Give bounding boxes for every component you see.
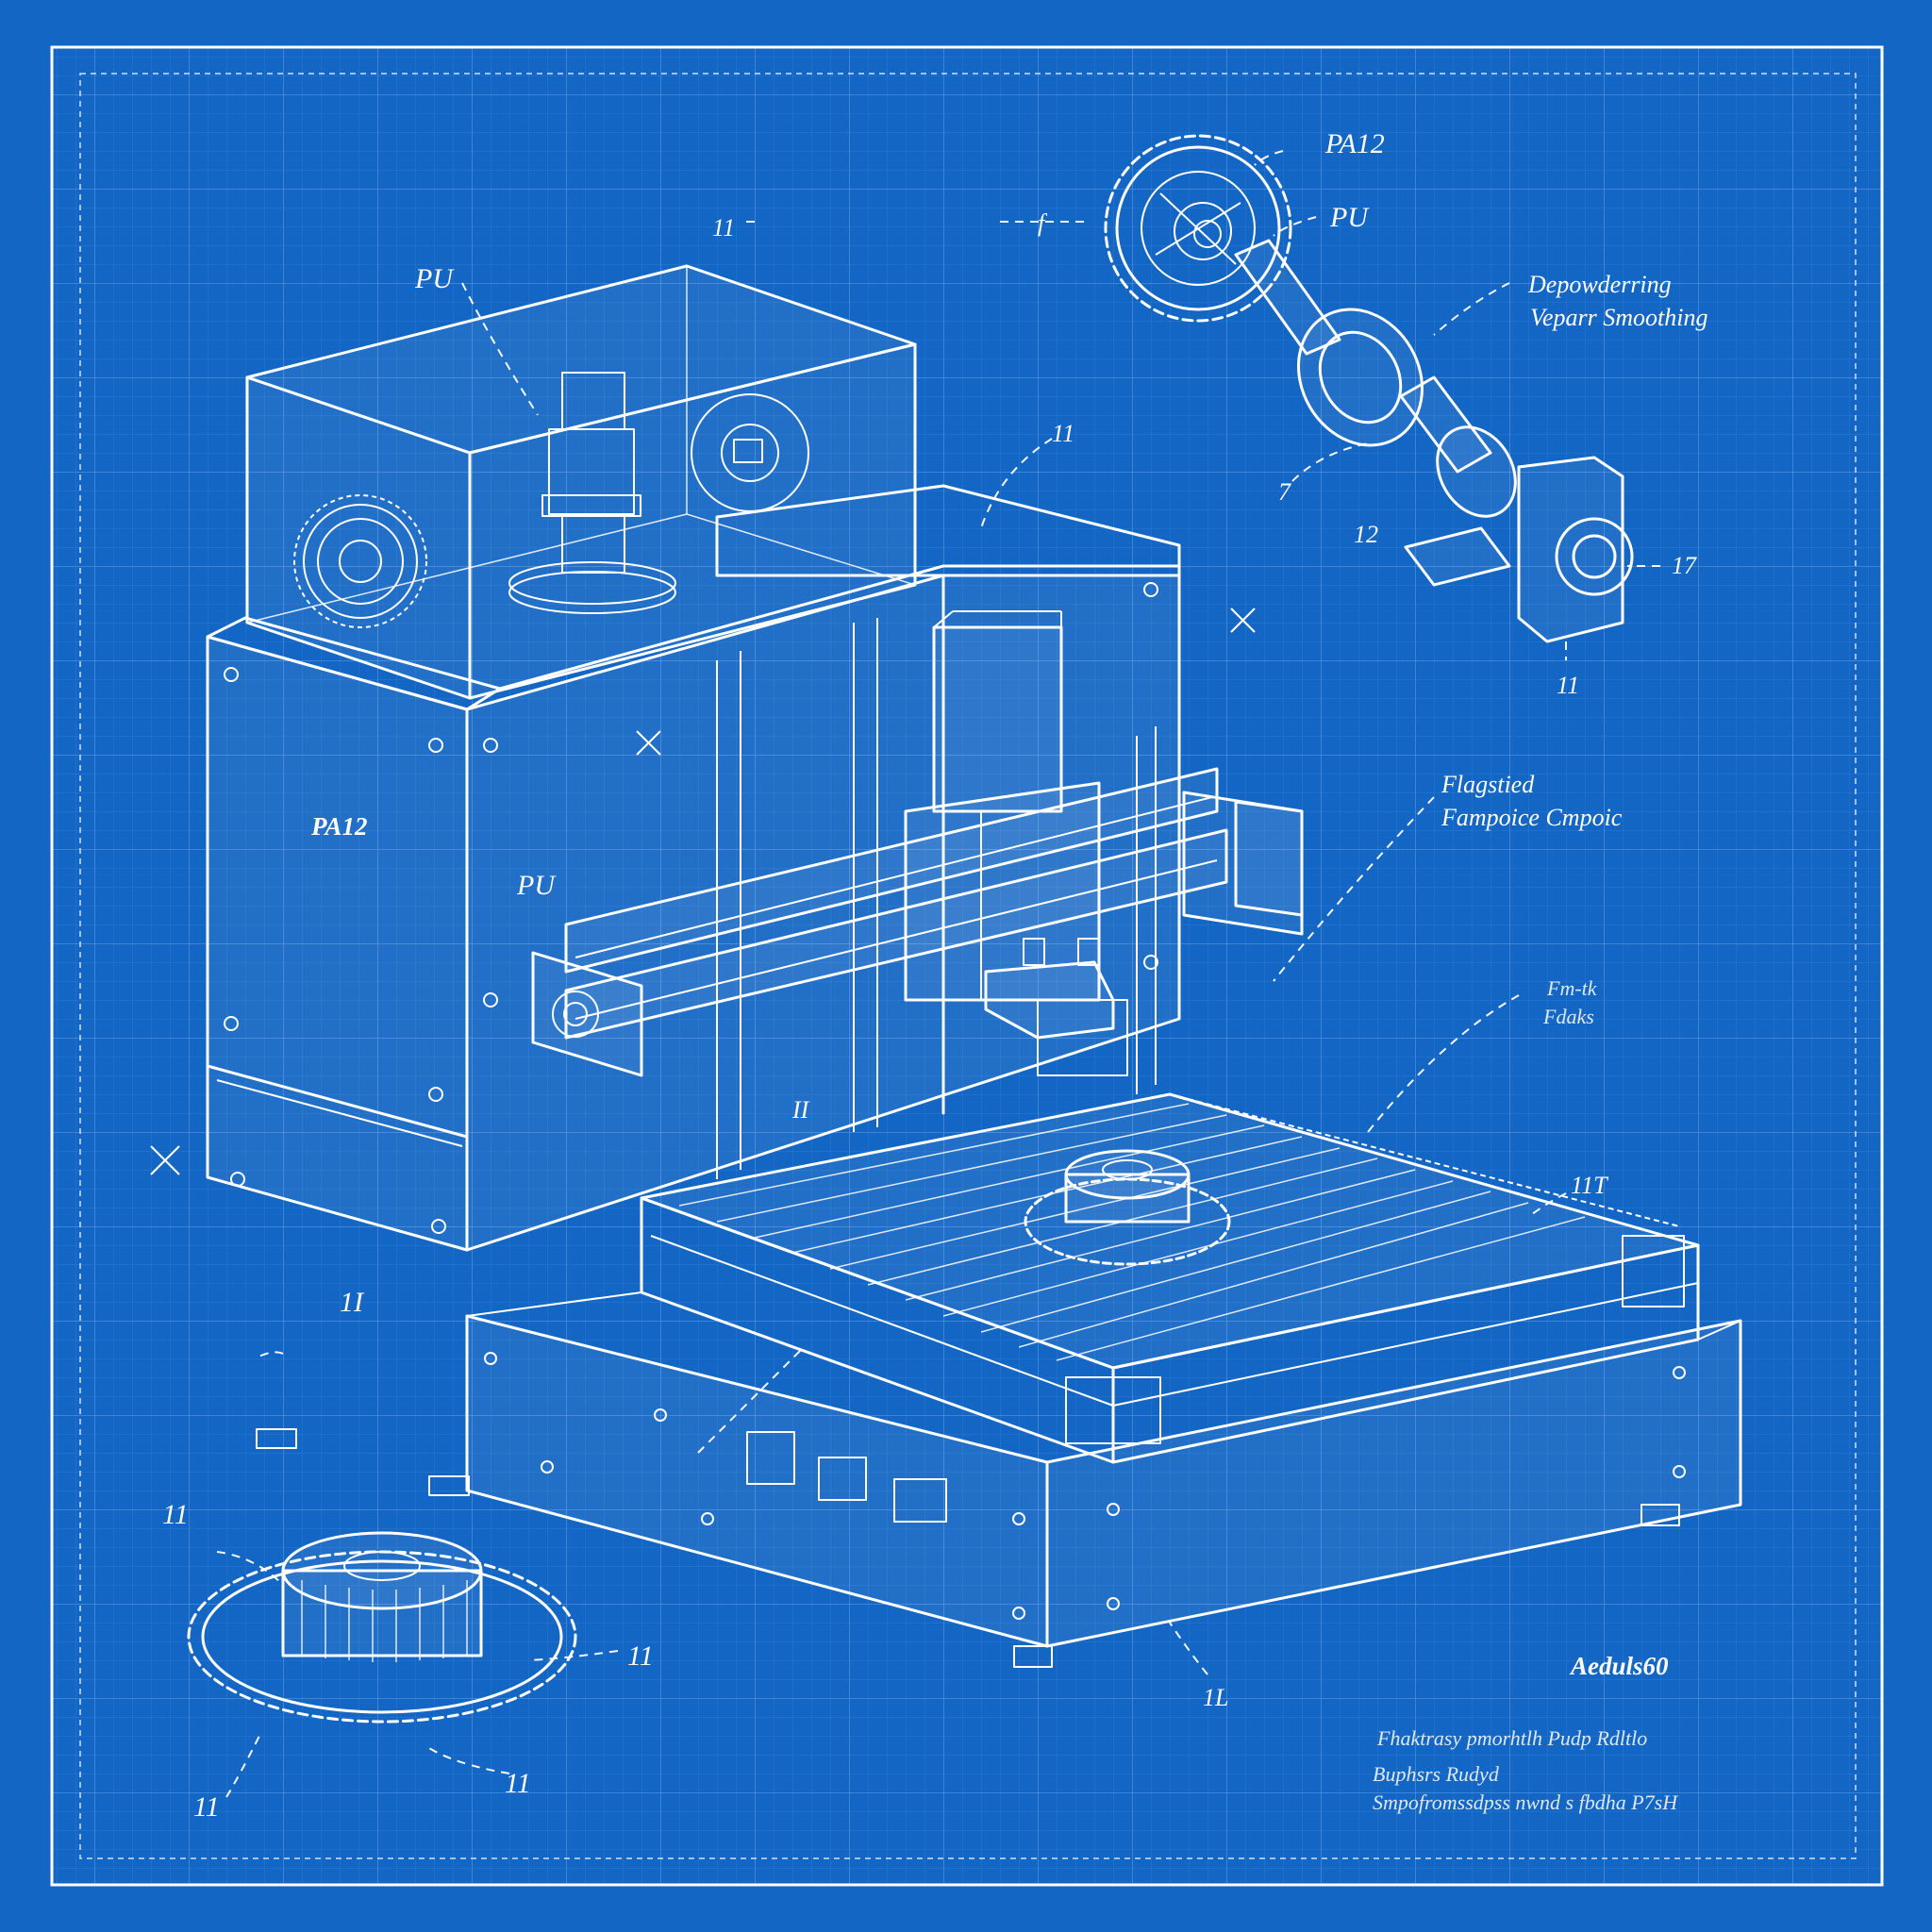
label-top-gear-pu: PU	[1329, 202, 1370, 233]
label-arm-17: 17	[1672, 552, 1697, 579]
title-block-scribble-3: Smpofromssdpss nwnd s fbdha P7sH	[1373, 1790, 1678, 1814]
x-gantry	[531, 767, 1304, 1077]
top-enclosure	[245, 264, 917, 700]
inner-border	[79, 73, 1857, 1859]
title-block-scribble-2: Buphsrs Rudyd	[1373, 1762, 1500, 1786]
arm-gear	[1104, 134, 1292, 323]
label-gantry-small-1: Fm-tk	[1546, 976, 1598, 1000]
printer-machine	[206, 264, 1742, 1668]
title-block-scribble-1: Fhaktrasy pmorhtlh Pudp Rdltlo	[1376, 1726, 1647, 1750]
grid	[52, 47, 1882, 1885]
depowdering-arm	[1104, 134, 1634, 643]
title-block-code: Aeduls60	[1569, 1652, 1669, 1680]
label-frame-11: 11	[1052, 420, 1074, 447]
label-bed-ii: II	[791, 1096, 810, 1124]
leader-lines	[216, 150, 1660, 1798]
label-flagstad-2: Fampoice Cmpoic	[1441, 804, 1623, 831]
label-side-panel-pa12: PA12	[310, 812, 368, 841]
label-flagstad-1: Flagstied	[1441, 771, 1535, 798]
label-gear-11-left: 11	[505, 1768, 531, 1799]
print-bed	[640, 1092, 1700, 1464]
loose-gear-bottom-left	[187, 1531, 577, 1724]
label-top-f: f	[1038, 209, 1048, 237]
outer-border	[50, 45, 1884, 1887]
label-gear-11-right: 11	[627, 1641, 654, 1672]
cross-marks	[150, 608, 1256, 1175]
vertical-rails	[716, 618, 1157, 1179]
label-enclosure-pu: PU	[414, 263, 455, 294]
label-lower-panel: 1I	[340, 1287, 365, 1318]
label-base-1l: 1L	[1203, 1684, 1228, 1711]
label-gear-11-top: 11	[162, 1499, 189, 1530]
label-bed-111: 11T	[1571, 1172, 1608, 1199]
labels: PA12 PU f Depowderring Veparr Smoothing …	[162, 128, 1708, 1823]
base	[465, 1291, 1742, 1668]
label-arm-7: 7	[1278, 478, 1291, 506]
gear-on-bed	[1024, 1149, 1231, 1266]
label-depowdering-1: Depowderring	[1527, 271, 1672, 298]
label-arm-12: 12	[1354, 521, 1378, 548]
label-rail-pu: PU	[516, 870, 557, 901]
label-gantry-small-2: Fdaks	[1542, 1005, 1594, 1028]
label-top-gear-pa12: PA12	[1324, 128, 1385, 159]
label-gear-11-bottom: 11	[193, 1791, 220, 1823]
label-arm-11: 11	[1557, 672, 1579, 699]
left-cabinet	[206, 616, 502, 1496]
label-enclosure-11: 11	[712, 214, 735, 242]
label-depowdering-2: Veparr Smoothing	[1530, 304, 1708, 331]
